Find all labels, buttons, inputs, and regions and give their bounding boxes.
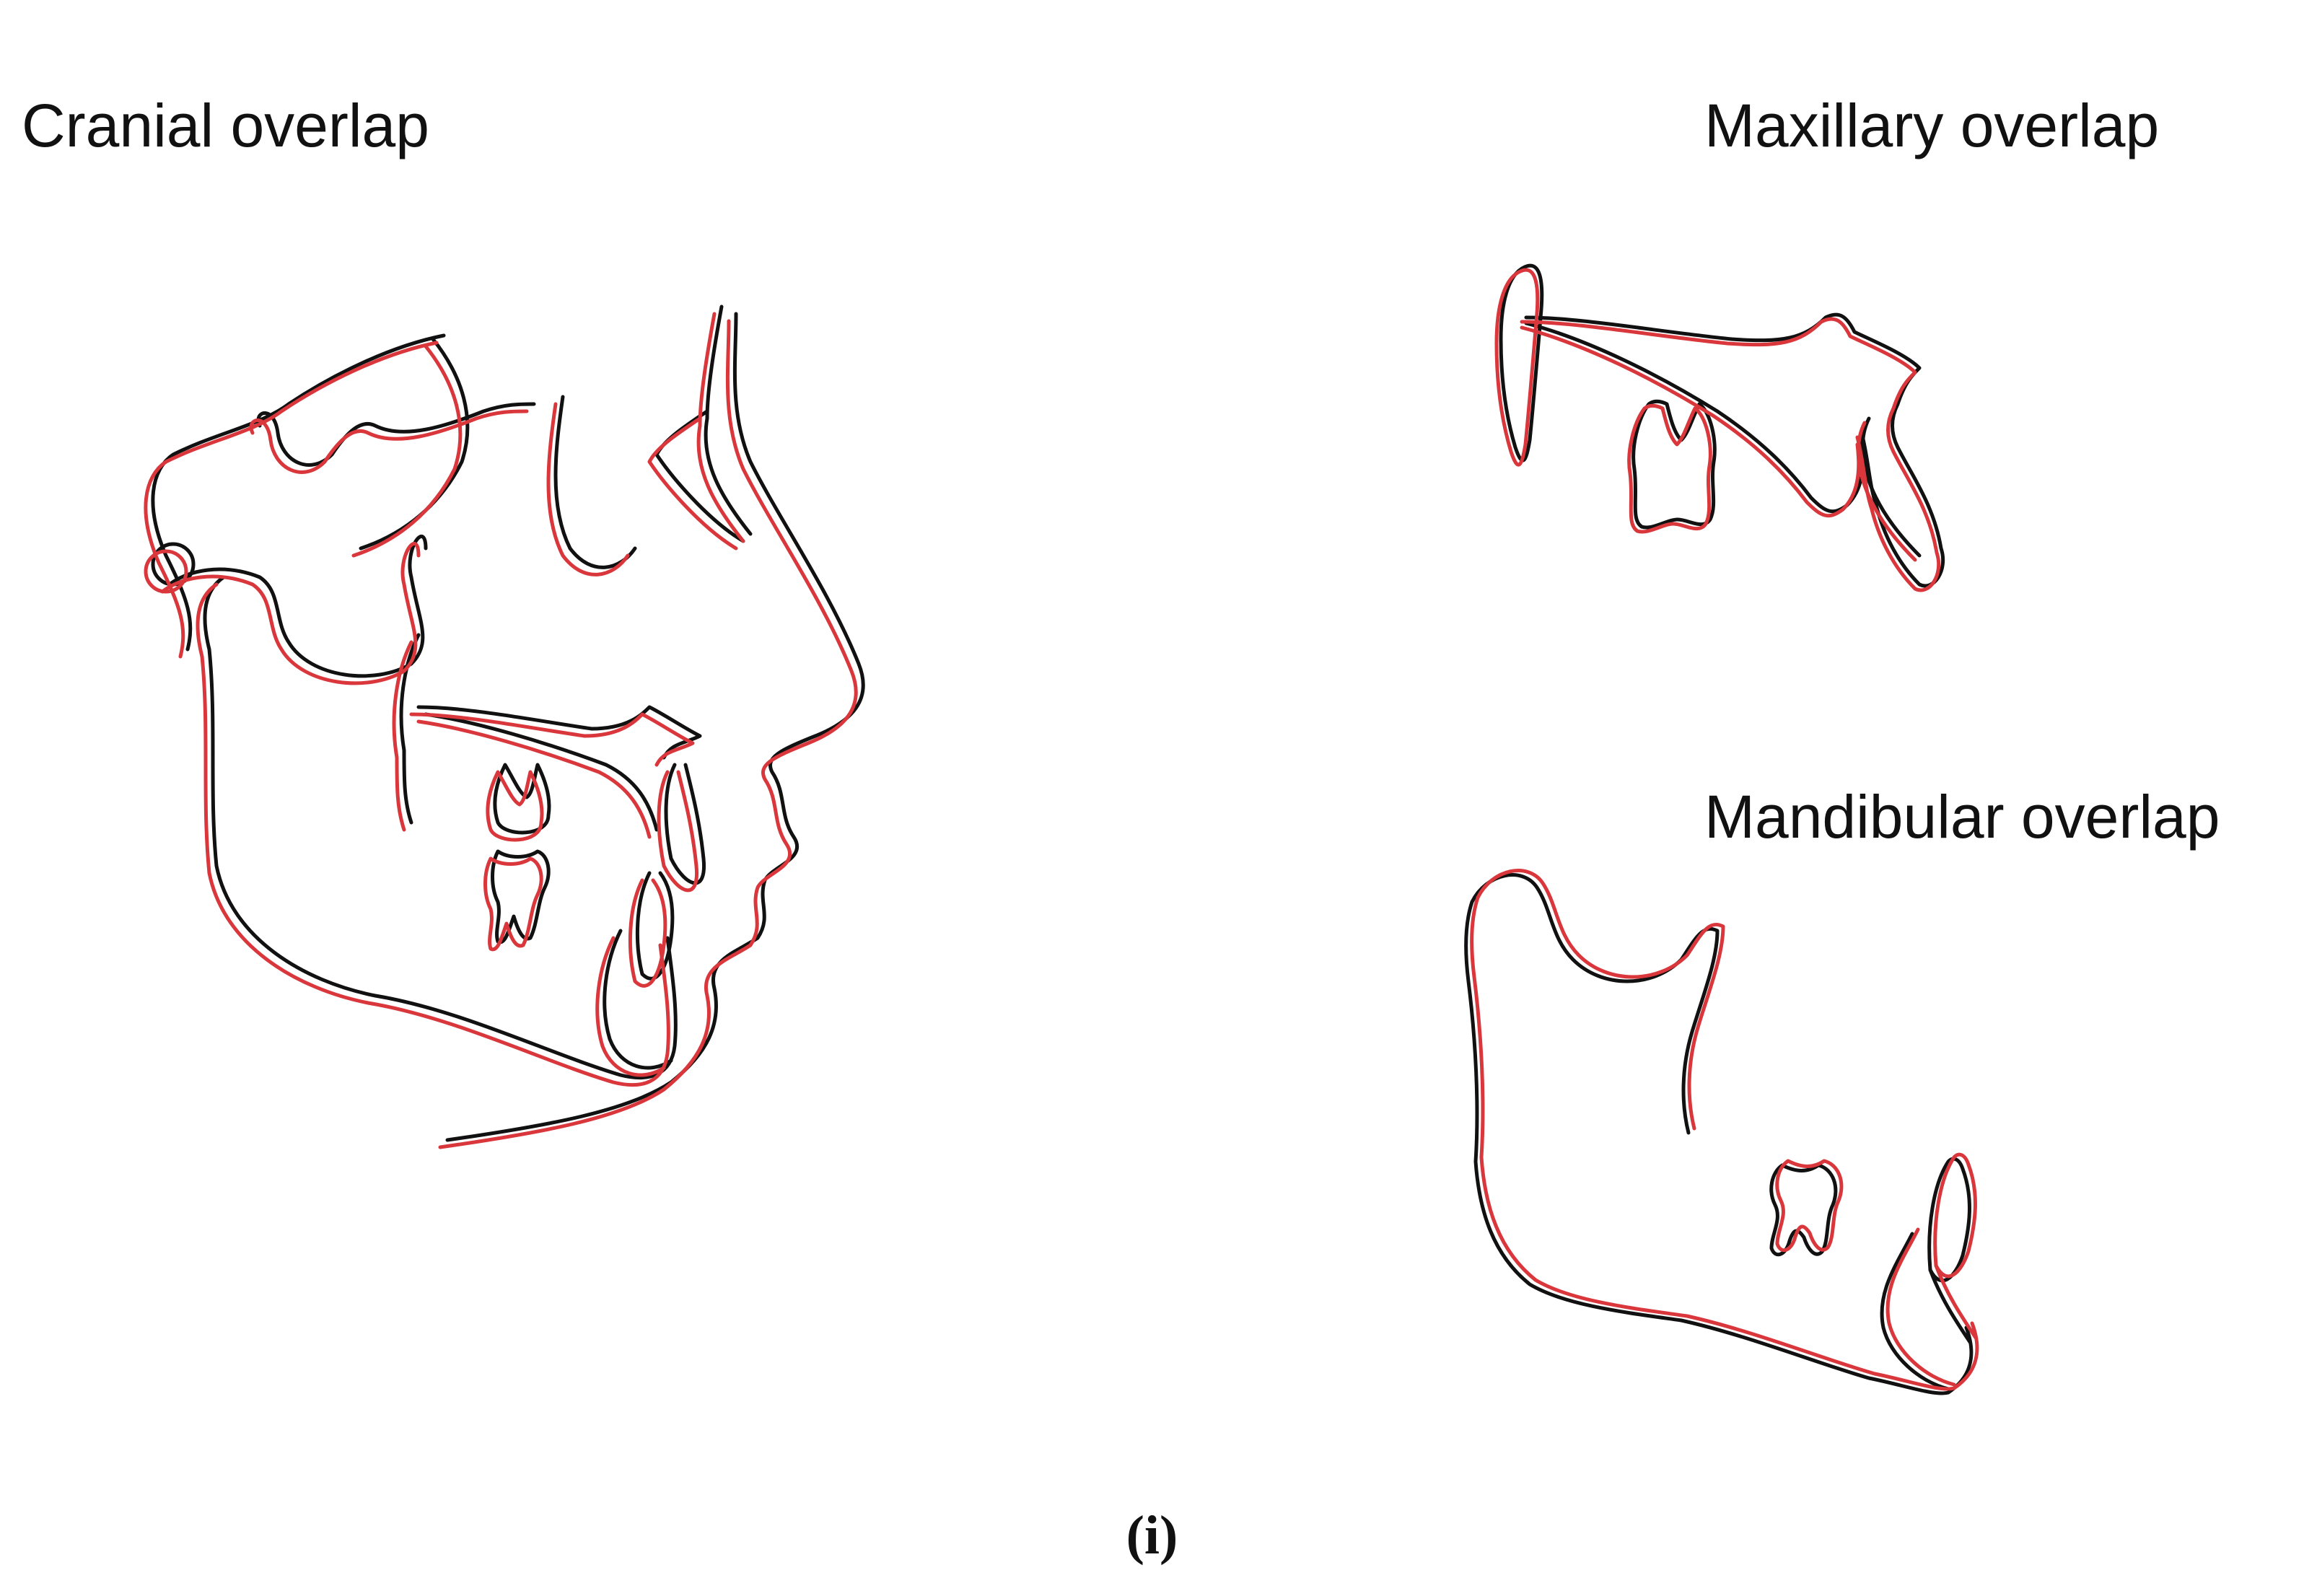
figure-caption: (i)	[1126, 1505, 1178, 1566]
mandibular-overlap-tracing	[1466, 871, 1977, 1393]
cranial-overlap-label: Cranial overlap	[22, 92, 429, 159]
maxillary-overlap-label: Maxillary overlap	[1704, 92, 2160, 159]
mandibular-overlap-label: Mandibular overlap	[1704, 783, 2220, 851]
mandibular-tracing-red	[1472, 871, 1977, 1389]
maxillary-tracing-black	[1501, 266, 1943, 586]
maxillary-overlap-tracing	[1497, 266, 1943, 590]
cranial-overlap-tracing	[146, 307, 863, 1147]
